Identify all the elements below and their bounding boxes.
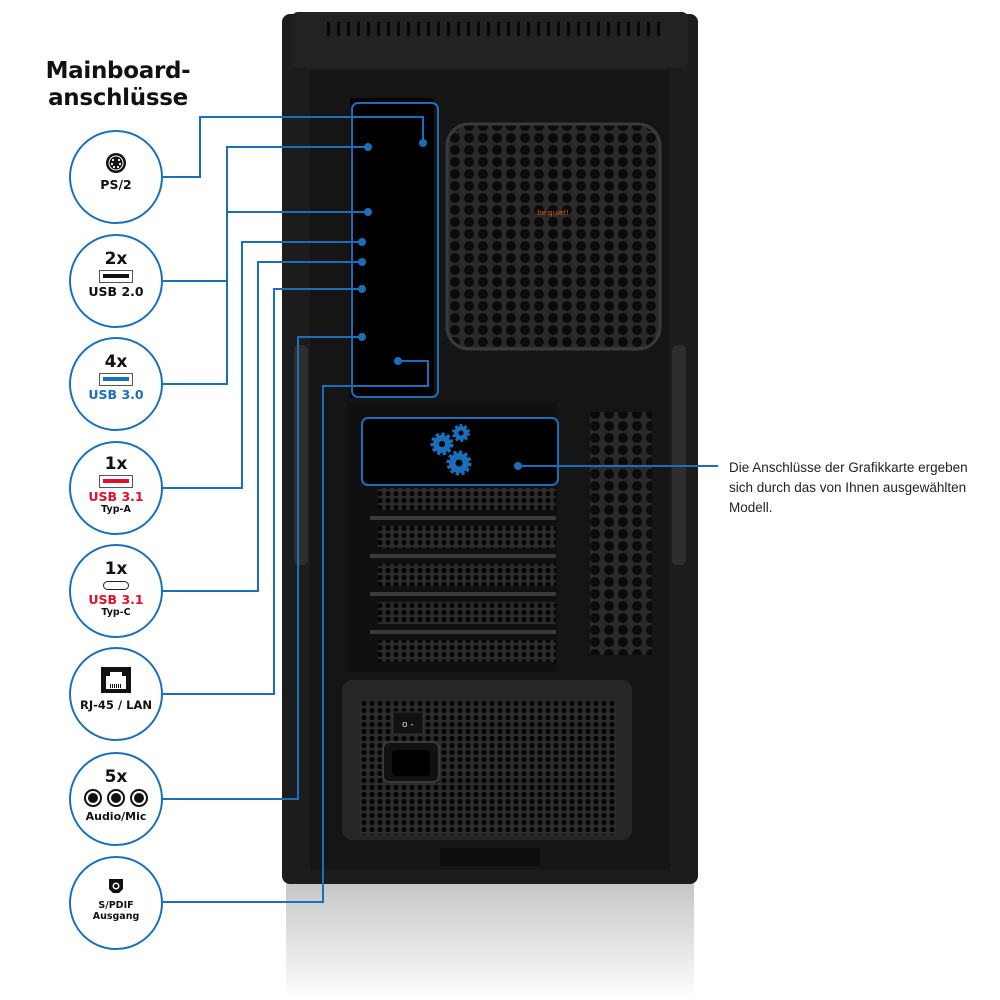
gears-icon (430, 424, 472, 476)
ethernet-icon (101, 667, 131, 693)
port-badge-audio: 5x Audio/Mic (69, 752, 163, 846)
port-badge-spdif: S/PDIF Ausgang (69, 856, 163, 950)
line-spdif (163, 360, 429, 903)
line-rj45 (163, 288, 362, 695)
usb-a-icon (99, 270, 133, 283)
io-highlight-box (351, 102, 439, 398)
port-badge-rj45: RJ-45 / LAN (69, 647, 163, 741)
rear-fan-grille (445, 122, 662, 351)
port-badge-usb31-typc: 1x USB 3.1 Typ-C (69, 544, 163, 638)
floor-reflection (286, 870, 694, 1000)
expansion-slots (370, 488, 556, 662)
fan-logo: be quiet! (537, 209, 569, 217)
port-badge-usb31-typa: 1x USB 3.1 Typ-A (69, 441, 163, 535)
audio-jack-icon (84, 789, 148, 807)
usb-a-icon (99, 373, 133, 386)
usb-a-icon (99, 475, 133, 488)
line-ps2 (163, 116, 424, 178)
spdif-icon (109, 879, 123, 893)
page-title: Mainboard- anschlüsse (45, 58, 191, 111)
line-usb30 (163, 211, 368, 385)
graphics-card-note: Die Anschlüsse der Grafik­karte ergeben … (729, 460, 968, 515)
port-badge-usb30: 4x USB 3.0 (69, 337, 163, 431)
usb-c-icon (103, 581, 129, 590)
side-vent (590, 412, 652, 655)
port-badge-usb20: 2x USB 2.0 (69, 234, 163, 328)
line-usb31c (163, 261, 362, 592)
line-usb31a (163, 241, 362, 489)
ps2-icon (106, 153, 126, 173)
svg-text:o -: o - (402, 720, 414, 730)
power-switch (392, 711, 424, 735)
port-badge-ps2: PS/2 (69, 130, 163, 224)
line-audio (163, 336, 362, 800)
